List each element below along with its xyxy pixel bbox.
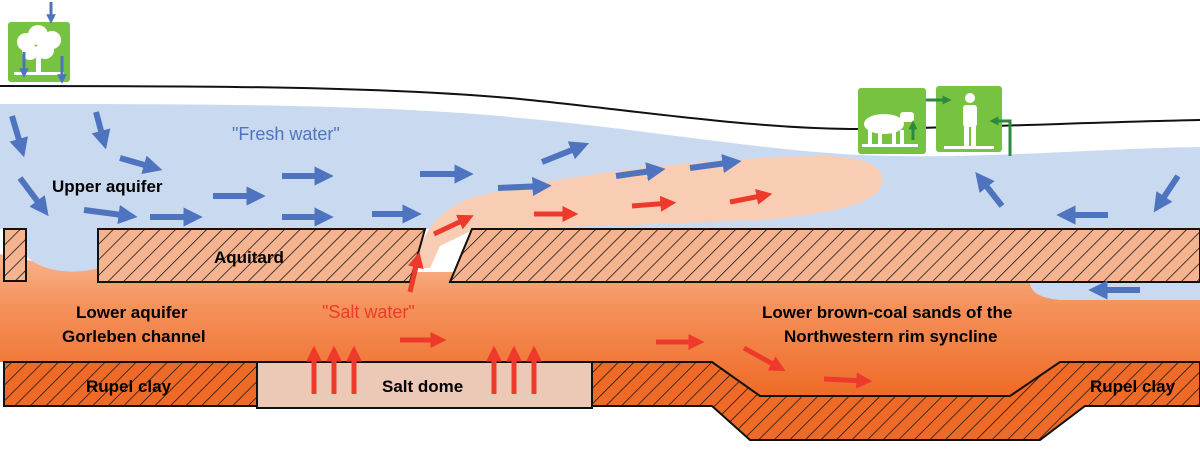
- rupel-clay-right-layer: [591, 361, 1200, 441]
- blue-arrow: [975, 171, 1005, 208]
- blue-arrow: [17, 176, 49, 217]
- ground-surface: [0, 85, 1200, 131]
- blue-arrow: [540, 141, 590, 165]
- blue-arrow: [119, 155, 163, 175]
- person-icon: [936, 86, 1012, 156]
- rupel-clay-left-label: Rupel clay: [86, 377, 172, 396]
- red-arrow: [742, 345, 786, 372]
- tree-icon: [8, 2, 70, 84]
- blue-arrow: [689, 154, 742, 174]
- aquitard-label: Aquitard: [214, 248, 284, 267]
- salt-water-label: "Salt water": [322, 302, 415, 322]
- fresh-water-label: "Fresh water": [232, 124, 340, 144]
- brown-coal-sands-label: Lower brown-coal sands of the: [762, 303, 1012, 322]
- blue-arrow: [497, 176, 552, 197]
- blue-arrow: [9, 115, 28, 158]
- aquitard-left-stub: [3, 228, 27, 282]
- gorleben-channel-label: Gorleben channel: [62, 327, 206, 346]
- rim-syncline-label: Northwestern rim syncline: [784, 327, 998, 346]
- red-arrow: [432, 214, 474, 237]
- red-arrow: [631, 195, 677, 212]
- red-arrow: [729, 188, 773, 205]
- blue-arrow: [91, 111, 111, 150]
- aquitard-right: [448, 228, 1200, 283]
- red-arrow: [407, 251, 424, 293]
- lower-aquifer-body: [0, 254, 1200, 396]
- upper-aquifer-label: Upper aquifer: [52, 177, 163, 196]
- salt-water-arrows: [305, 188, 873, 394]
- upper-aquifer-body: [0, 104, 1200, 229]
- fresh-water-gap: [26, 229, 98, 272]
- salt-dome-label: Salt dome: [382, 377, 463, 396]
- blue-arrow: [83, 204, 138, 225]
- blue-arrow: [615, 162, 666, 182]
- blue-arrow: [1153, 174, 1181, 213]
- fresh-water-arrows: [9, 111, 1181, 300]
- salt-water-plume: [415, 156, 883, 268]
- rupel-clay-right-label: Rupel clay: [1090, 377, 1176, 396]
- red-arrow: [823, 372, 873, 389]
- cow-icon: [858, 88, 926, 154]
- lower-aquifer-label: Lower aquifer: [76, 303, 188, 322]
